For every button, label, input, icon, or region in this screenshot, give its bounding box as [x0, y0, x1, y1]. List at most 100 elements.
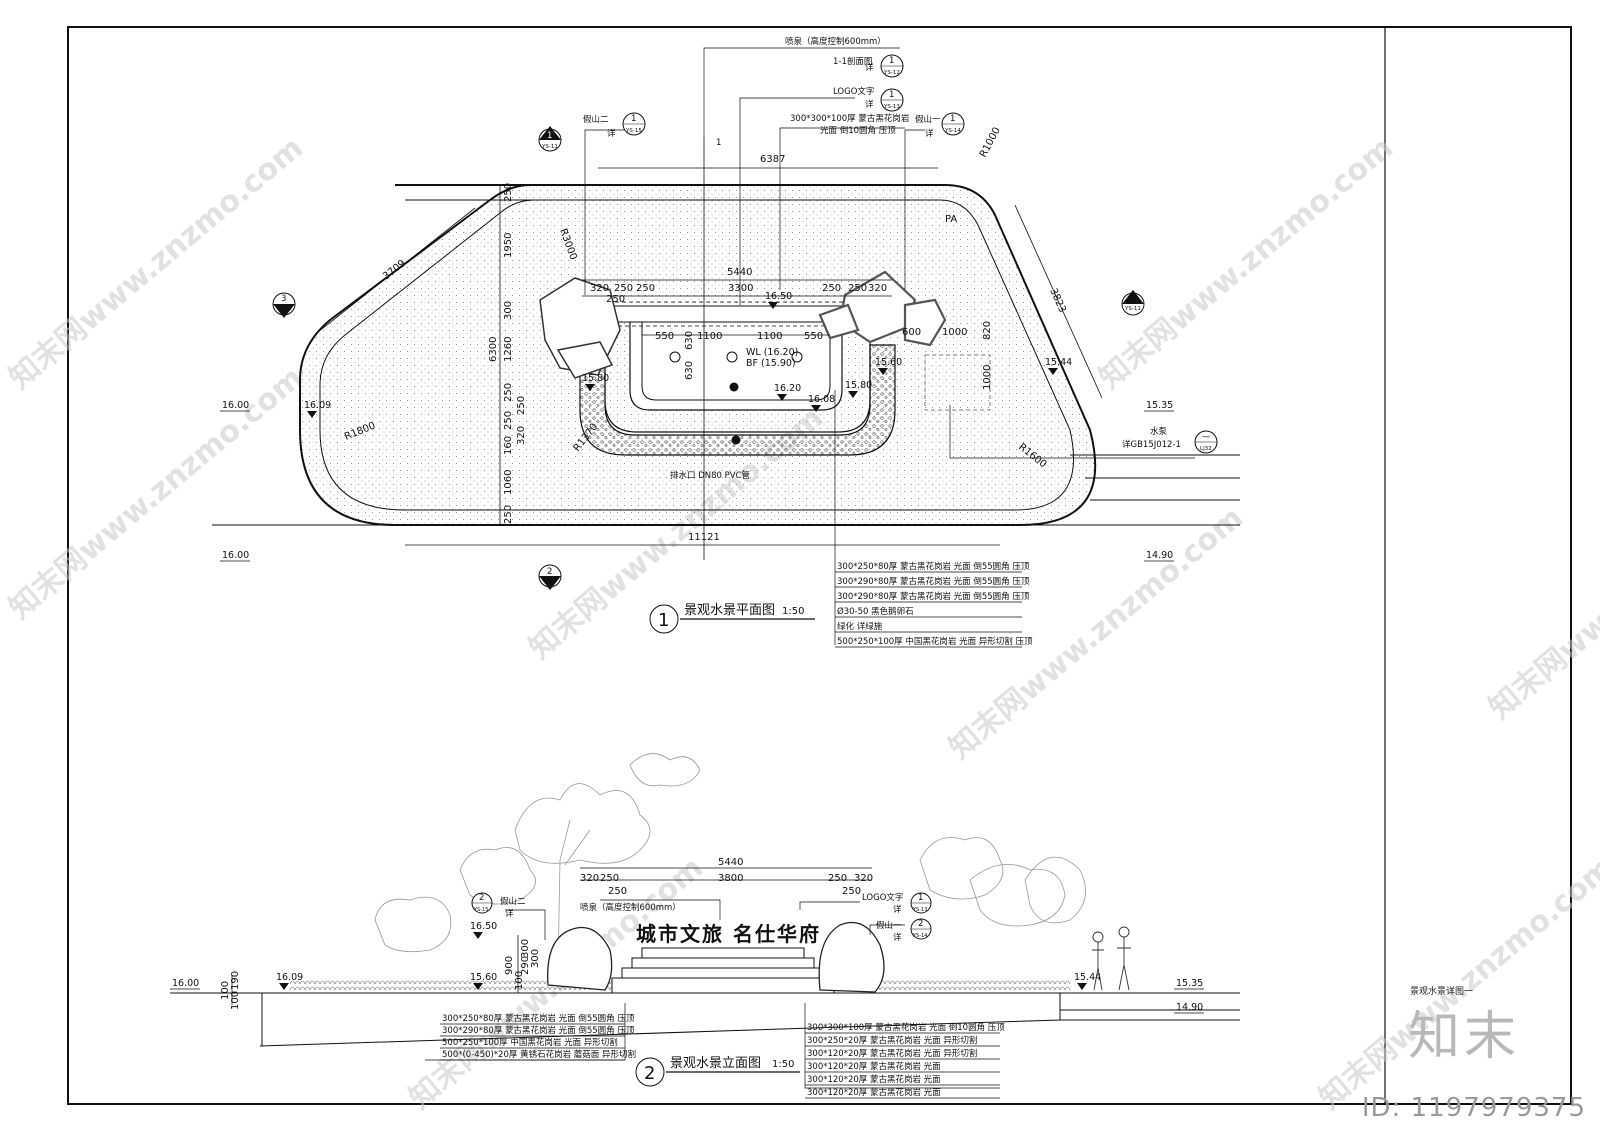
level-1650: 16.50: [765, 291, 792, 302]
rock-one-plan-b: [903, 298, 947, 347]
ref-bubble: 1 YS-15: [622, 112, 646, 136]
sign-wall-elev: [641, 947, 805, 959]
dim-320: 320: [868, 283, 887, 294]
elev-level-1535: 15.35: [1176, 978, 1203, 989]
ref-bubble: 1 YS-13: [910, 892, 932, 914]
svg-text:1: 1: [547, 131, 552, 141]
svg-text:YS-12: YS-12: [883, 70, 900, 76]
svg-text:1: 1: [950, 114, 955, 124]
elev-callout-detail: 详: [893, 932, 902, 943]
rock-two-elevation: [547, 926, 613, 991]
elevation-number: 2: [644, 1063, 655, 1084]
dim-630: 630: [684, 361, 695, 380]
elev-dim-mid: 3800: [718, 873, 743, 884]
callout-pump-ref: 详GB15J012-1: [1122, 439, 1181, 450]
fountain-steps: [611, 977, 835, 994]
dim-820: 820: [982, 321, 993, 340]
people-figures: [1092, 926, 1131, 991]
level-1600: 16.00: [222, 550, 249, 561]
svg-text:YS-15: YS-15: [625, 128, 642, 134]
callout-detail: 详: [925, 128, 934, 139]
watermark-logo: 知末: [1408, 1007, 1521, 1067]
elev-dim-250: 250: [842, 886, 861, 897]
svg-text:YS-14: YS-14: [912, 933, 927, 939]
level-1580: 15.80: [582, 373, 609, 384]
elevation-drawing: 城市文旅 名仕华府 5440 3800 320 250 250 320 250 …: [170, 753, 1240, 1099]
callout-paving: 300*300*100厚 蒙古黑花岗岩: [790, 113, 910, 124]
dim-600: 600: [902, 327, 921, 338]
radius-r1000: R1000: [978, 126, 1003, 160]
elev-dim-v100: 100: [230, 991, 241, 1010]
plan-pa-label: PA: [945, 214, 957, 225]
ref-bubble: 2 YS-14: [910, 918, 932, 940]
elev-dim-v100: 100: [220, 981, 231, 1000]
plan-drawing: 1 6387 11121 5440 3300 320 250 250 250 2…: [212, 36, 1240, 648]
legend-row: 300*120*20厚 蒙古黑花岗岩 光面: [807, 1087, 941, 1098]
elevation-title: 景观水景立面图: [670, 1056, 761, 1071]
ref-bubble: 2 YS-15: [471, 892, 493, 914]
ref-bubble: 1 YS-13: [880, 88, 904, 112]
elevation-legend-right: 300*300*100厚 蒙古黑花岗岩 光面 倒10圆角 压顶 300*250*…: [805, 1022, 1005, 1099]
elev-level-1650: 16.50: [470, 921, 497, 932]
water-level: WL (16.20): [746, 347, 798, 358]
dim-550: 550: [655, 331, 674, 342]
plan-dimensions: [317, 167, 1103, 546]
elev-dim-250: 250: [828, 873, 847, 884]
elev-dim-total: 5440: [718, 857, 743, 868]
svg-text:2: 2: [1130, 294, 1135, 304]
elev-dim-v300: 300: [530, 949, 541, 968]
dim-550: 550: [804, 331, 823, 342]
svg-text:2: 2: [918, 919, 923, 929]
dim-250: 250: [848, 283, 867, 294]
legend-row: 300*290*80厚 蒙古黑花岗岩 光面 倒55圆角 压顶: [442, 1025, 635, 1036]
callout-fountain: 喷泉（高度控制600mm）: [785, 36, 886, 47]
dim-v6300: 6300: [488, 337, 499, 362]
dim-250: 250: [606, 294, 625, 305]
legend-row: 300*250*80厚 蒙古黑花岗岩 光面 倒55圆角 压顶: [442, 1013, 635, 1024]
section-mark: 1: [716, 138, 721, 148]
dim-1000: 1000: [982, 365, 993, 390]
legend-row: Ø30-50 黑色鹅卵石: [837, 606, 914, 617]
sign-text: 城市文旅 名仕华府: [636, 922, 821, 946]
level-1600: 16.00: [222, 400, 249, 411]
fountain-step-2: [621, 967, 825, 979]
svg-text:LJ32: LJ32: [1200, 446, 1212, 452]
elev-dim-v290: 290: [520, 956, 531, 975]
elev-level-1609: 16.09: [276, 972, 303, 983]
rock-one-plan-c: [818, 303, 860, 340]
dim-1100: 1100: [697, 331, 722, 342]
legend-row: 绿化 详绿施: [837, 621, 883, 632]
drain-outlet: [731, 435, 741, 445]
svg-text:YS-11: YS-11: [275, 306, 292, 312]
level-1620: 16.20: [774, 383, 801, 394]
pool-pebble-ring: [579, 344, 896, 456]
elev-callout-detail: 详: [893, 904, 902, 915]
elev-callout-detail: 详: [505, 908, 514, 919]
dim-v300: 300: [503, 301, 514, 320]
elev-level-1560: 15.60: [470, 972, 497, 983]
dim-v1950: 1950: [503, 233, 514, 258]
legend-row: 300*120*20厚 蒙古黑花岗岩 光面: [807, 1061, 941, 1072]
callout-detail: 详: [865, 62, 874, 73]
elev-level-1544: 15.44: [1074, 972, 1101, 983]
svg-text:YS-15: YS-15: [473, 907, 488, 913]
watermark-text: 知末网www.znzmo.com: [1483, 460, 1600, 726]
svg-text:1: 1: [918, 893, 923, 903]
callout-detail: 详: [607, 128, 616, 139]
nozzle: [669, 351, 681, 363]
svg-text:—: —: [1202, 432, 1211, 442]
watermark-text: 知末网www.znzmo.com: [1093, 130, 1400, 396]
svg-text:2: 2: [547, 567, 552, 577]
dim-v1060: 1060: [503, 470, 514, 495]
dim-v160: 160: [503, 436, 514, 455]
svg-text:YS-11: YS-11: [541, 144, 558, 150]
dim-v1260: 1260: [503, 337, 514, 362]
level-1580: 15.80: [845, 380, 872, 391]
legend-row: 500*250*100厚 中国黑花岗岩 光面 异形切割 压顶: [837, 636, 1033, 647]
callout-section: 1-1剖面图: [833, 56, 872, 67]
callout-drain: 排水口 DN80 PVC管: [670, 470, 750, 481]
dim-320: 320: [590, 283, 609, 294]
level-1544: 15.44: [1045, 357, 1072, 368]
ref-bubble: 1 YS-14: [941, 112, 965, 136]
legend-row: 300*120*20厚 蒙古黑花岗岩 光面 异形切割: [807, 1048, 977, 1059]
